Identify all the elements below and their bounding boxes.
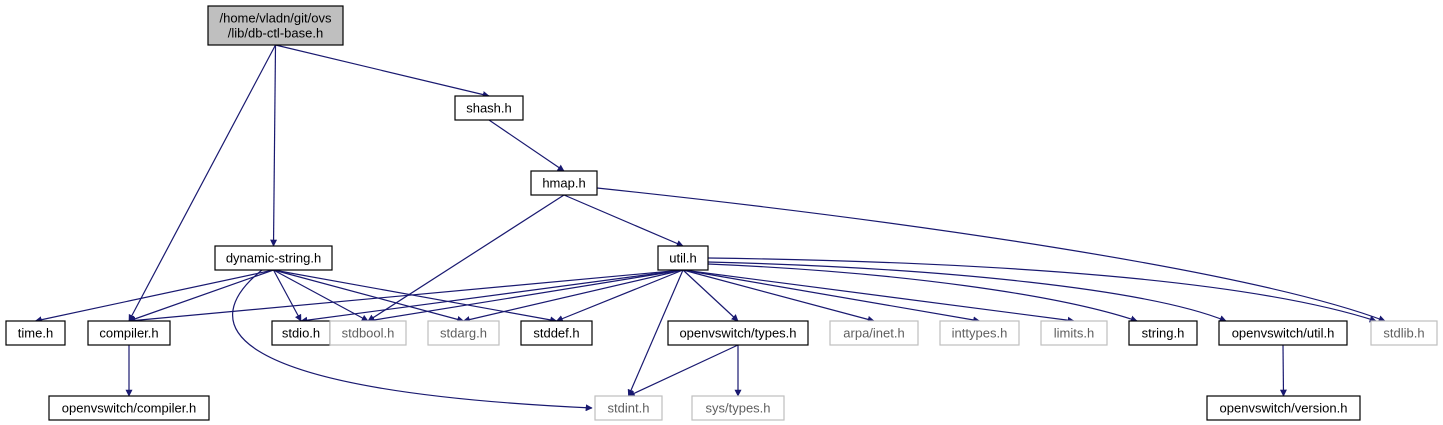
node-string-label-0: string.h (1142, 326, 1185, 341)
node-root-label-0: /home/vladn/git/ovs (219, 11, 332, 26)
node-ovscompiler-box (48, 395, 210, 421)
edge-util-to-stddef (555, 269, 684, 322)
node-dynstr-label-0: dynamic-string.h (226, 251, 321, 266)
node-ovstypes-box (667, 320, 809, 346)
node-ovsversion-box (1206, 395, 1361, 421)
node-shash[interactable]: shash.h (454, 95, 524, 121)
node-stdbool-box (329, 320, 407, 346)
edge-util-to-ovsutil (707, 261, 1227, 322)
node-compiler[interactable]: compiler.h (87, 320, 171, 346)
edge-dynstr-to-stdarg (273, 269, 465, 323)
node-ovscompiler-label-0: openvswitch/compiler.h (62, 401, 196, 416)
edge-ovsutil-to-ovsversion (1279, 344, 1287, 397)
node-root-box (207, 5, 344, 46)
node-util-box (657, 245, 709, 271)
node-systypes[interactable]: sys/types.h (691, 395, 785, 421)
node-time-box (5, 320, 66, 346)
node-ovsutil-box (1218, 320, 1348, 346)
edge-ovstypes-to-stdint (627, 344, 739, 397)
edge-dynstr-to-stdint (232, 269, 593, 412)
node-stdint-label-0: stdint.h (608, 401, 650, 416)
edge-hmap-to-stdbool (367, 194, 565, 322)
edge-root-to-shash (275, 44, 490, 98)
node-time-label-0: time.h (18, 326, 53, 341)
node-limits-label-0: limits.h (1054, 326, 1094, 341)
node-shash-box (454, 95, 524, 121)
node-hmap[interactable]: hmap.h (530, 170, 598, 196)
node-arpainet-label-0: arpa/inet.h (843, 326, 904, 341)
node-ovsutil-label-0: openvswitch/util.h (1232, 326, 1335, 341)
node-stdint[interactable]: stdint.h (594, 395, 663, 421)
node-ovstypes[interactable]: openvswitch/types.h (667, 320, 809, 346)
node-systypes-box (691, 395, 785, 421)
edge-util-to-stdbool (367, 269, 684, 324)
edge-root-to-dynstr (270, 44, 278, 247)
node-layer: /home/vladn/git/ovs/lib/db-ctl-base.h sha… (5, 5, 1438, 421)
edge-util-to-limits (682, 269, 1075, 324)
node-compiler-label-0: compiler.h (99, 326, 158, 341)
node-root-label-1: /lib/db-ctl-base.h (228, 26, 323, 41)
node-root[interactable]: /home/vladn/git/ovs/lib/db-ctl-base.h (207, 5, 344, 46)
node-stdlib-box (1370, 320, 1438, 346)
node-shash-label-0: shash.h (466, 101, 512, 116)
node-systypes-label-0: sys/types.h (705, 401, 770, 416)
node-stddef-label-0: stddef.h (533, 326, 579, 341)
edge-hmap-to-stdlib (596, 187, 1386, 323)
edge-util-to-compiler (128, 269, 684, 324)
edge-util-to-stdlib (707, 257, 1377, 323)
node-ovsversion[interactable]: openvswitch/version.h (1206, 395, 1361, 421)
edge-dynstr-to-time (34, 269, 274, 324)
node-inttypes-box (939, 320, 1020, 346)
edge-dynstr-to-stdbool (273, 269, 369, 322)
node-stddef-box (520, 320, 593, 346)
edge-util-to-string (707, 263, 1138, 323)
node-dynstr-box (214, 245, 333, 271)
edge-util-to-inttypes (682, 269, 981, 324)
node-stdarg-box (427, 320, 500, 346)
node-stdio-box (271, 320, 331, 346)
node-stdlib[interactable]: stdlib.h (1370, 320, 1438, 346)
node-stdlib-label-0: stdlib.h (1383, 326, 1424, 341)
node-hmap-label-0: hmap.h (542, 176, 585, 191)
edge-dynstr-to-stddef (273, 269, 558, 324)
node-ovstypes-label-0: openvswitch/types.h (679, 326, 796, 341)
node-arpainet[interactable]: arpa/inet.h (829, 320, 919, 346)
node-stdint-box (594, 395, 663, 421)
edge-root-to-compiler (128, 44, 277, 322)
node-stdbool[interactable]: stdbool.h (329, 320, 407, 346)
edge-util-to-stdio (300, 269, 684, 324)
node-ovsversion-label-0: openvswitch/version.h (1220, 401, 1348, 416)
node-inttypes[interactable]: inttypes.h (939, 320, 1020, 346)
node-arpainet-box (829, 320, 919, 346)
node-ovscompiler[interactable]: openvswitch/compiler.h (48, 395, 210, 421)
node-string-box (1128, 320, 1198, 346)
node-limits[interactable]: limits.h (1040, 320, 1108, 346)
node-stdio[interactable]: stdio.h (271, 320, 331, 346)
node-util[interactable]: util.h (657, 245, 709, 271)
node-stdbool-label-0: stdbool.h (342, 326, 395, 341)
edge-util-to-arpainet (682, 269, 875, 323)
node-stddef[interactable]: stddef.h (520, 320, 593, 346)
edge-layer (34, 44, 1386, 412)
edge-shash-to-hmap (488, 119, 565, 172)
node-hmap-box (530, 170, 598, 196)
node-util-label-0: util.h (669, 251, 696, 266)
node-dynstr[interactable]: dynamic-string.h (214, 245, 333, 271)
node-compiler-box (87, 320, 171, 346)
edge-hmap-to-util (563, 194, 684, 247)
node-string[interactable]: string.h (1128, 320, 1198, 346)
edge-util-to-stdarg (462, 269, 684, 323)
node-stdio-label-0: stdio.h (282, 326, 320, 341)
node-inttypes-label-0: inttypes.h (952, 326, 1008, 341)
edge-dynstr-to-stdio (272, 269, 302, 322)
node-ovsutil[interactable]: openvswitch/util.h (1218, 320, 1348, 346)
edge-util-to-stdint (627, 269, 684, 397)
edge-dynstr-to-compiler (128, 269, 274, 323)
node-stdarg-label-0: stdarg.h (440, 326, 487, 341)
edge-util-to-ovstypes (682, 269, 739, 322)
node-limits-box (1040, 320, 1108, 346)
node-stdarg[interactable]: stdarg.h (427, 320, 500, 346)
node-time[interactable]: time.h (5, 320, 66, 346)
